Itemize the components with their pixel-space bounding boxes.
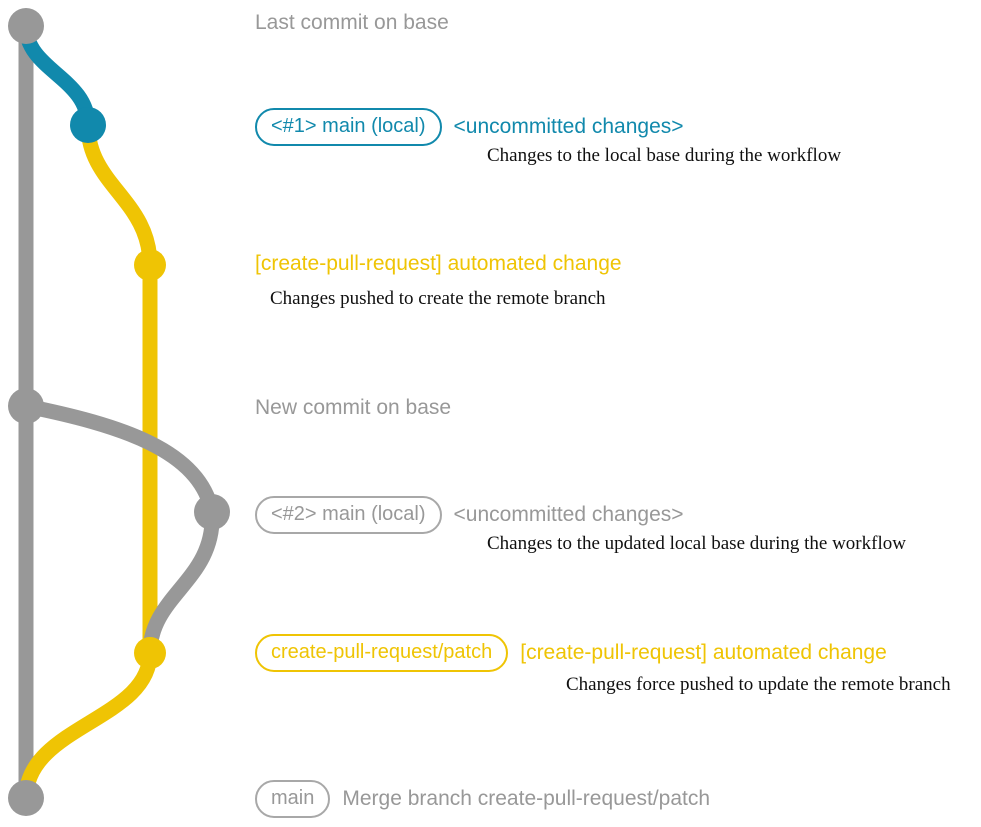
commit-subject: [create-pull-request] automated change [255, 252, 622, 275]
base-branch-to-local2-line [18, 398, 220, 520]
commit-row-new-commit-on-base: New commit on base [255, 396, 451, 420]
commit-row-automated-change-1: [create-pull-request] automated change [255, 252, 622, 276]
commit-subject: [create-pull-request] automated change [520, 641, 887, 664]
commit-description: Changes pushed to create the remote bran… [270, 288, 606, 309]
commit-row-automated-change-2: create-pull-request/patch [create-pull-r… [255, 634, 887, 672]
node-automated-change-1[interactable] [134, 249, 166, 281]
node-automated-change-2[interactable] [134, 637, 166, 669]
commit-row-last-commit-on-base: Last commit on base [255, 11, 449, 35]
commit-subject: Last commit on base [255, 11, 449, 34]
node-base-merge[interactable] [8, 780, 44, 816]
node-base-last-commit[interactable] [8, 8, 44, 44]
node-local-change-1[interactable] [70, 107, 106, 143]
ref-badge-main-local-2[interactable]: <#2> main (local) [255, 496, 442, 534]
commit-row-local-uncommitted-2: <#2> main (local) <uncommitted changes> [255, 496, 684, 534]
local2-to-automated2-line [142, 504, 220, 661]
ref-badge-main[interactable]: main [255, 780, 331, 818]
commit-subject: New commit on base [255, 396, 452, 419]
yellow-branch-line-upper [80, 117, 158, 273]
node-local-change-2[interactable] [194, 494, 230, 530]
commit-subject: <uncommitted changes> [453, 115, 684, 138]
commit-subject: Merge branch create-pull-request/patch [342, 787, 711, 810]
node-base-new-commit[interactable] [8, 388, 44, 424]
commit-description: Changes to the local base during the wor… [487, 145, 842, 166]
commit-description: Changes to the updated local base during… [487, 533, 906, 554]
commit-subject: <uncommitted changes> [453, 503, 684, 526]
ref-badge-main-local-1[interactable]: <#1> main (local) [255, 108, 442, 146]
commit-description: Changes force pushed to update the remot… [566, 674, 951, 695]
ref-badge-create-pull-request-patch[interactable]: create-pull-request/patch [255, 634, 509, 672]
commit-row-local-uncommitted-1: <#1> main (local) <uncommitted changes> [255, 108, 684, 146]
yellow-merge-line [18, 645, 158, 806]
commit-row-merge-commit: main Merge branch create-pull-request/pa… [255, 780, 710, 818]
